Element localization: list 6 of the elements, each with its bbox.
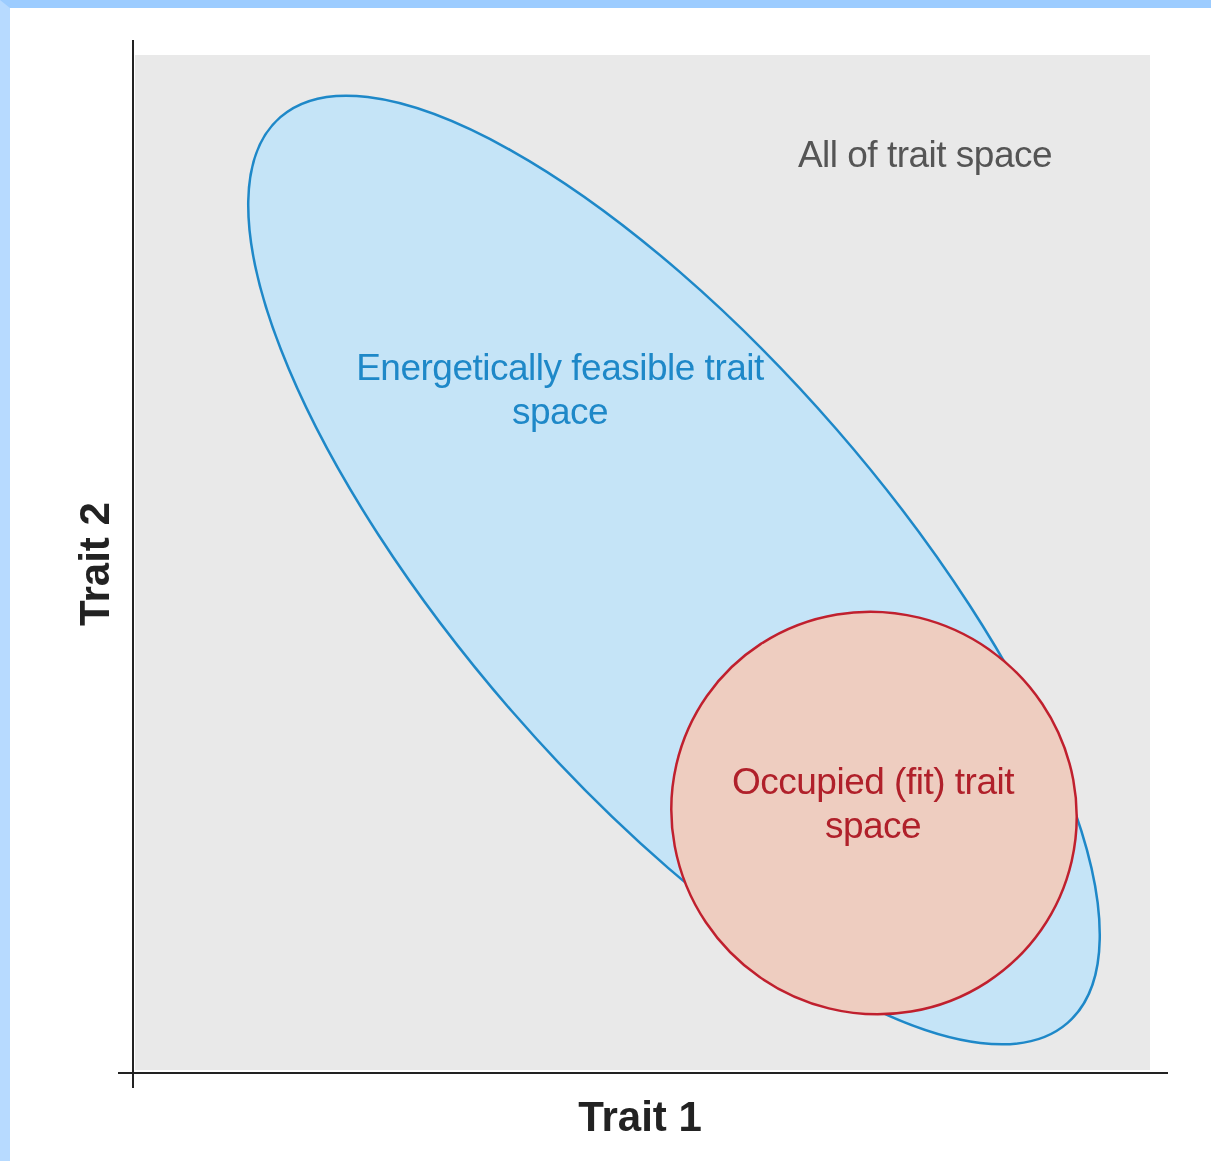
axis-title: Trait 1 xyxy=(577,1093,703,1141)
region-label: Occupied (fit) trait space xyxy=(731,760,1016,848)
region-label: All of trait space xyxy=(796,133,1054,177)
region-label: Energetically feasible trait space xyxy=(355,346,765,434)
trait-space-panel xyxy=(135,55,1150,1070)
axis-title: Trait 2 xyxy=(71,501,119,628)
